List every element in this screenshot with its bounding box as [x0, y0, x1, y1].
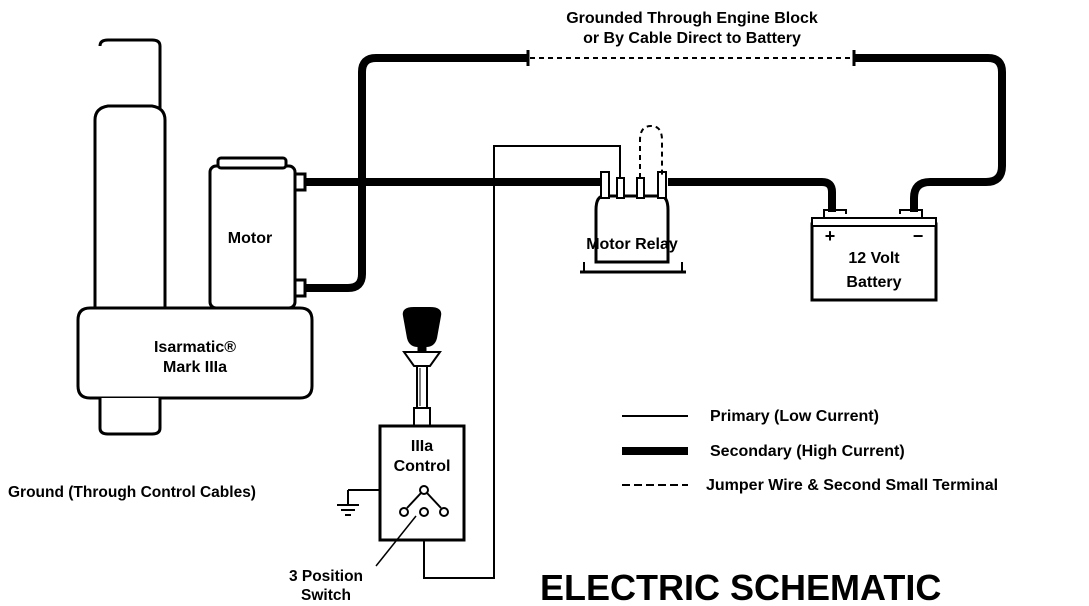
lever-knob-icon [402, 307, 442, 347]
lever-stub [413, 407, 431, 427]
motor-terminal-bottom [293, 278, 307, 298]
legend-label-primary: Primary (Low Current) [710, 408, 879, 425]
switch-pointer-line [375, 515, 417, 567]
motor-label: Motor [228, 230, 272, 247]
ground-note-line2: or By Cable Direct to Battery [583, 30, 801, 47]
unit-label-line1: Isarmatic® [154, 339, 236, 356]
actuator-top-cylinder [98, 38, 162, 110]
motor-relay [580, 124, 686, 274]
switch-contacts-icon [399, 485, 449, 517]
actuator-base [76, 306, 314, 400]
actuator-lower-stub [98, 398, 162, 436]
control-lever [402, 307, 442, 427]
control-label-line2: Control [394, 458, 451, 475]
switch-annotation-line2: Switch [301, 587, 351, 604]
diagram-title: ELECTRIC SCHEMATIC [540, 567, 941, 606]
relay-terminal-4 [657, 171, 667, 199]
control-box-frame [378, 424, 466, 542]
battery-label-line2: Battery [846, 274, 901, 291]
battery-to-ground-wire [854, 54, 1006, 212]
relay-to-battery-wire [668, 178, 836, 212]
control-box [375, 424, 466, 567]
battery-positive-post [823, 209, 847, 218]
ground-symbol-icon [337, 504, 359, 516]
battery-top-rim [811, 217, 937, 227]
relay-label: Motor Relay [586, 236, 678, 253]
battery-minus-sign: − [913, 226, 924, 246]
actuator-column [93, 104, 167, 310]
relay-terminal-3 [636, 177, 645, 199]
lever-boot [402, 351, 442, 367]
motor-cap [216, 156, 288, 170]
legend-label-secondary: Secondary (High Current) [710, 443, 905, 460]
ground-annotation: Ground (Through Control Cables) [8, 484, 256, 501]
lever-shaft [416, 365, 428, 409]
switch-annotation-line1: 3 Position [289, 568, 363, 585]
motor-terminal-top [293, 172, 307, 192]
motor-to-ground-wire [305, 54, 528, 292]
control-label-line1: IIIa [411, 438, 433, 455]
unit-label-line2: Mark IIIa [163, 359, 227, 376]
ground-dashed-link [526, 50, 856, 66]
legend: Primary (Low Current) Secondary (High Cu… [622, 408, 998, 494]
battery-case [810, 222, 938, 302]
secondary-wiring [305, 54, 1006, 292]
isarmatic-unit [76, 38, 314, 436]
battery-plus-sign: + [825, 226, 836, 246]
relay-terminal-1 [600, 171, 610, 199]
battery-negative-post [899, 209, 923, 218]
relay-to-control-wire [423, 145, 621, 579]
relay-jumper-dashed [639, 124, 663, 178]
legend-label-jumper: Jumper Wire & Second Small Terminal [706, 477, 998, 494]
relay-terminal-2 [616, 177, 625, 199]
labels: Grounded Through Engine Block or By Cabl… [8, 10, 941, 606]
battery-label-line1: 12 Volt [848, 250, 900, 267]
battery [810, 209, 938, 302]
ground-note-line1: Grounded Through Engine Block [566, 10, 818, 27]
